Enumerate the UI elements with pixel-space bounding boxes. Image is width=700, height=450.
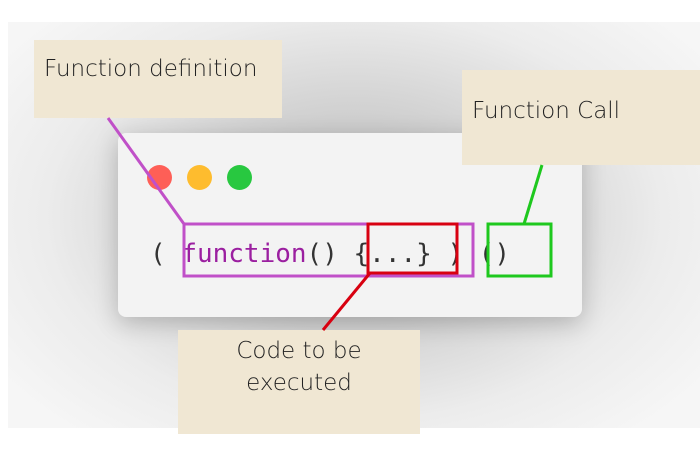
call-parens: (): [478, 239, 511, 269]
open-paren: (: [150, 239, 166, 269]
function-keyword: function: [181, 239, 307, 269]
function-body: {...}: [353, 239, 432, 269]
close-button-icon: [147, 165, 172, 190]
params: (): [306, 239, 338, 269]
zoom-button-icon: [227, 165, 252, 190]
iife-code-line: ( function() {...} ) (): [150, 236, 510, 272]
body-label-line1: Code to be: [236, 338, 362, 364]
call-callout: Function Call: [462, 70, 700, 165]
call-label: Function Call: [472, 98, 621, 124]
definition-callout: Function definition: [34, 40, 282, 118]
body-callout: Code to be executed: [178, 330, 420, 434]
minimize-button-icon: [187, 165, 212, 190]
definition-label: Function definition: [44, 56, 258, 82]
body-label-line2: executed: [246, 370, 352, 396]
close-paren: ): [447, 239, 464, 269]
